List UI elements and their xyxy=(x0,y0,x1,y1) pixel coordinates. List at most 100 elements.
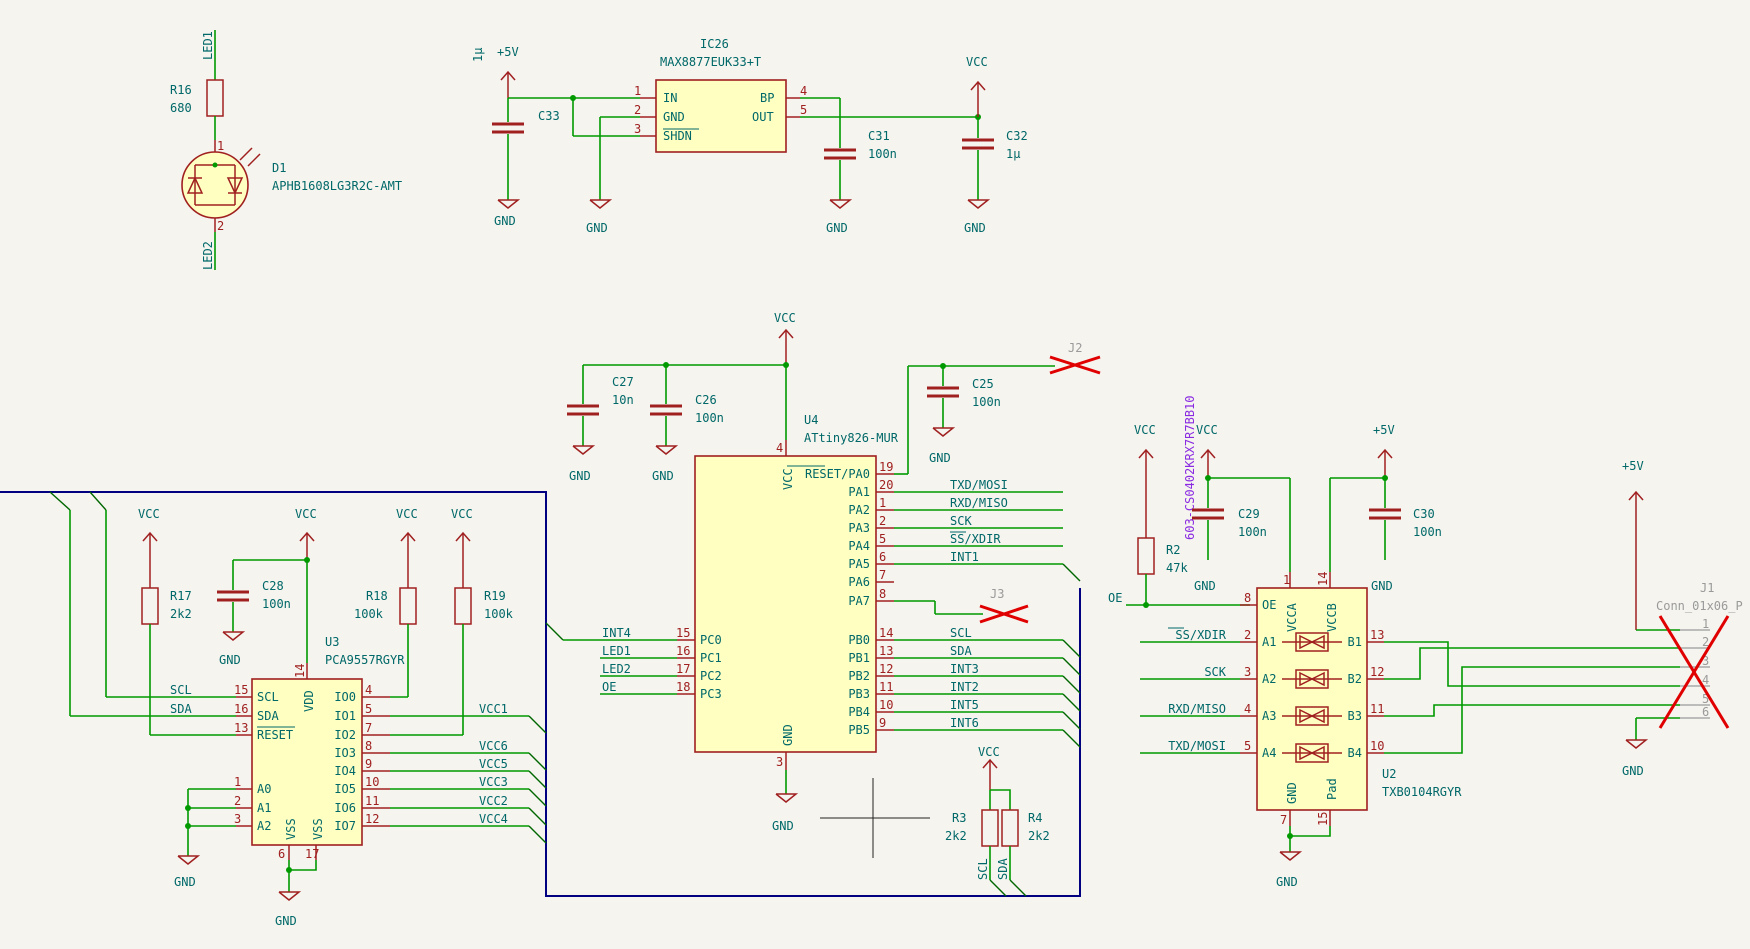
gnd-u3-addr: GND xyxy=(174,875,196,889)
u4-pin-name: PA4 xyxy=(848,539,870,553)
bus-entry xyxy=(528,752,547,771)
u2-a-pin-num: 2 xyxy=(1244,628,1251,642)
c25-ref: C25 xyxy=(972,377,994,391)
bus-entry xyxy=(1062,675,1081,694)
u3-left-pin-name: A2 xyxy=(257,819,271,833)
u3-right-pin-name: IO5 xyxy=(334,782,356,796)
buffer-right xyxy=(1299,745,1314,761)
c29-ref: C29 xyxy=(1238,507,1260,521)
u3-vss-name-b: VSS xyxy=(311,818,325,840)
u3-net-label: VCC2 xyxy=(479,794,508,808)
resistor-r18 xyxy=(399,587,417,625)
buffer-left xyxy=(1310,708,1325,724)
u3-left-pin-num: 2 xyxy=(234,794,241,808)
u4-left-pin-name: PC1 xyxy=(700,651,722,665)
gnd-c28: GND xyxy=(219,653,241,667)
r16-ref: R16 xyxy=(170,83,192,97)
r18-ref: R18 xyxy=(366,589,388,603)
vcc-pullups: VCC xyxy=(978,745,1000,759)
j1-part: Conn_01x06_P xyxy=(1656,599,1743,613)
u3-net-label: VCC6 xyxy=(479,739,508,753)
u3-left-pin-num: 16 xyxy=(234,702,248,716)
c25-value: 100n xyxy=(972,395,1001,409)
u3-right-pin-name: IO1 xyxy=(334,709,356,723)
u3-left-pin-name: SCL xyxy=(257,690,279,704)
u3-right-pin-name: IO4 xyxy=(334,764,356,778)
u2-a-name: A3 xyxy=(1262,709,1276,723)
c28-ref: C28 xyxy=(262,579,284,593)
gnd-c32: GND xyxy=(964,221,986,235)
u3-left-pin-name: RESET xyxy=(257,728,293,742)
u3-right-pin-name: IO3 xyxy=(334,746,356,760)
r16-value: 680 xyxy=(170,101,192,115)
u2-b-pin-num: 12 xyxy=(1370,665,1384,679)
u2-vcca-pin: 1 xyxy=(1283,573,1290,587)
gnd-c31: GND xyxy=(826,221,848,235)
gnd-j1: GND xyxy=(1622,764,1644,778)
u4-net-label: INT2 xyxy=(950,680,979,694)
u3-right-pin-num: 4 xyxy=(365,683,372,697)
u4-pin-name: PB1 xyxy=(848,651,870,665)
gnd-c25: GND xyxy=(929,451,951,465)
u4-pin-name: PA3 xyxy=(848,521,870,535)
u4-left-pin-num: 16 xyxy=(676,644,690,658)
u4-left-net-label: LED1 xyxy=(602,644,631,658)
r17-value: 2k2 xyxy=(170,607,192,621)
resistor-r4 xyxy=(1001,809,1019,847)
signal-bus xyxy=(0,491,1081,897)
u2-vcca-name: VCCA xyxy=(1285,602,1299,632)
u3-right-pin-name: IO0 xyxy=(334,690,356,704)
u2-gnd-pin: 7 xyxy=(1280,813,1287,827)
u2-oe-name: OE xyxy=(1262,598,1276,612)
u4-pin-name: PB4 xyxy=(848,705,870,719)
j1-pin-num: 6 xyxy=(1702,705,1709,719)
pullup-sda-net: SDA xyxy=(996,858,1010,880)
bus-entry xyxy=(545,622,564,641)
ic26-ref: IC26 xyxy=(700,37,729,51)
u4-net-label: INT1 xyxy=(950,550,979,564)
u3-right-pin-num: 8 xyxy=(365,739,372,753)
u2-to-j1-wire xyxy=(1384,641,1680,687)
translator-block: VCC R2 47k OE VCC 603-CS0402KRX7R7BB10 G… xyxy=(1108,396,1680,889)
led-block: LED1 R16 680 1 D1 APHB1608LG3R2C-AMT 2 L… xyxy=(170,30,402,270)
u4-net-label: SS/XDIR xyxy=(950,532,1001,546)
ic26-pin1-name: IN xyxy=(663,91,677,105)
c26-ref: C26 xyxy=(695,393,717,407)
resistor-r16 xyxy=(206,79,224,117)
translator-u2 xyxy=(1256,587,1368,811)
u3-right-pin-num: 5 xyxy=(365,702,372,716)
ic26-pin3-num: 3 xyxy=(634,122,641,136)
c33-ref: C33 xyxy=(538,109,560,123)
u4-pin-num: 9 xyxy=(879,716,886,730)
buffer-right xyxy=(1299,708,1314,724)
u4-left-net-label: OE xyxy=(602,680,616,694)
u4-left-pin-name: PC3 xyxy=(700,687,722,701)
gnd-reg: GND xyxy=(586,221,608,235)
u2-gnd-name: GND xyxy=(1285,782,1299,804)
bus-entry xyxy=(528,715,547,734)
bus-entry xyxy=(528,807,547,826)
buffer-box xyxy=(1295,632,1329,652)
u4-pin-num: 1 xyxy=(879,496,886,510)
u3-right-pin-name: IO6 xyxy=(334,801,356,815)
u4-pin-num: 14 xyxy=(879,626,893,640)
u4-net-label: RXD/MISO xyxy=(950,496,1008,510)
buffer-box xyxy=(1295,706,1329,726)
oe-net: OE xyxy=(1108,591,1122,605)
u2-a-pin-num: 3 xyxy=(1244,665,1251,679)
u2-a-name: A4 xyxy=(1262,746,1276,760)
u4-pin-name: PB5 xyxy=(848,723,870,737)
u3-right-pin-num: 10 xyxy=(365,775,379,789)
r2-ref: R2 xyxy=(1166,543,1180,557)
u4-net-label: TXD/MOSI xyxy=(950,478,1008,492)
u2-to-j1-wire xyxy=(1384,666,1680,754)
buffer-box xyxy=(1295,743,1329,763)
gnd-u2: GND xyxy=(1276,875,1298,889)
r17-ref: R17 xyxy=(170,589,192,603)
buffer-left xyxy=(1310,634,1325,650)
u2-part: TXB0104RGYR xyxy=(1382,785,1462,799)
expander-u3 xyxy=(251,678,363,846)
